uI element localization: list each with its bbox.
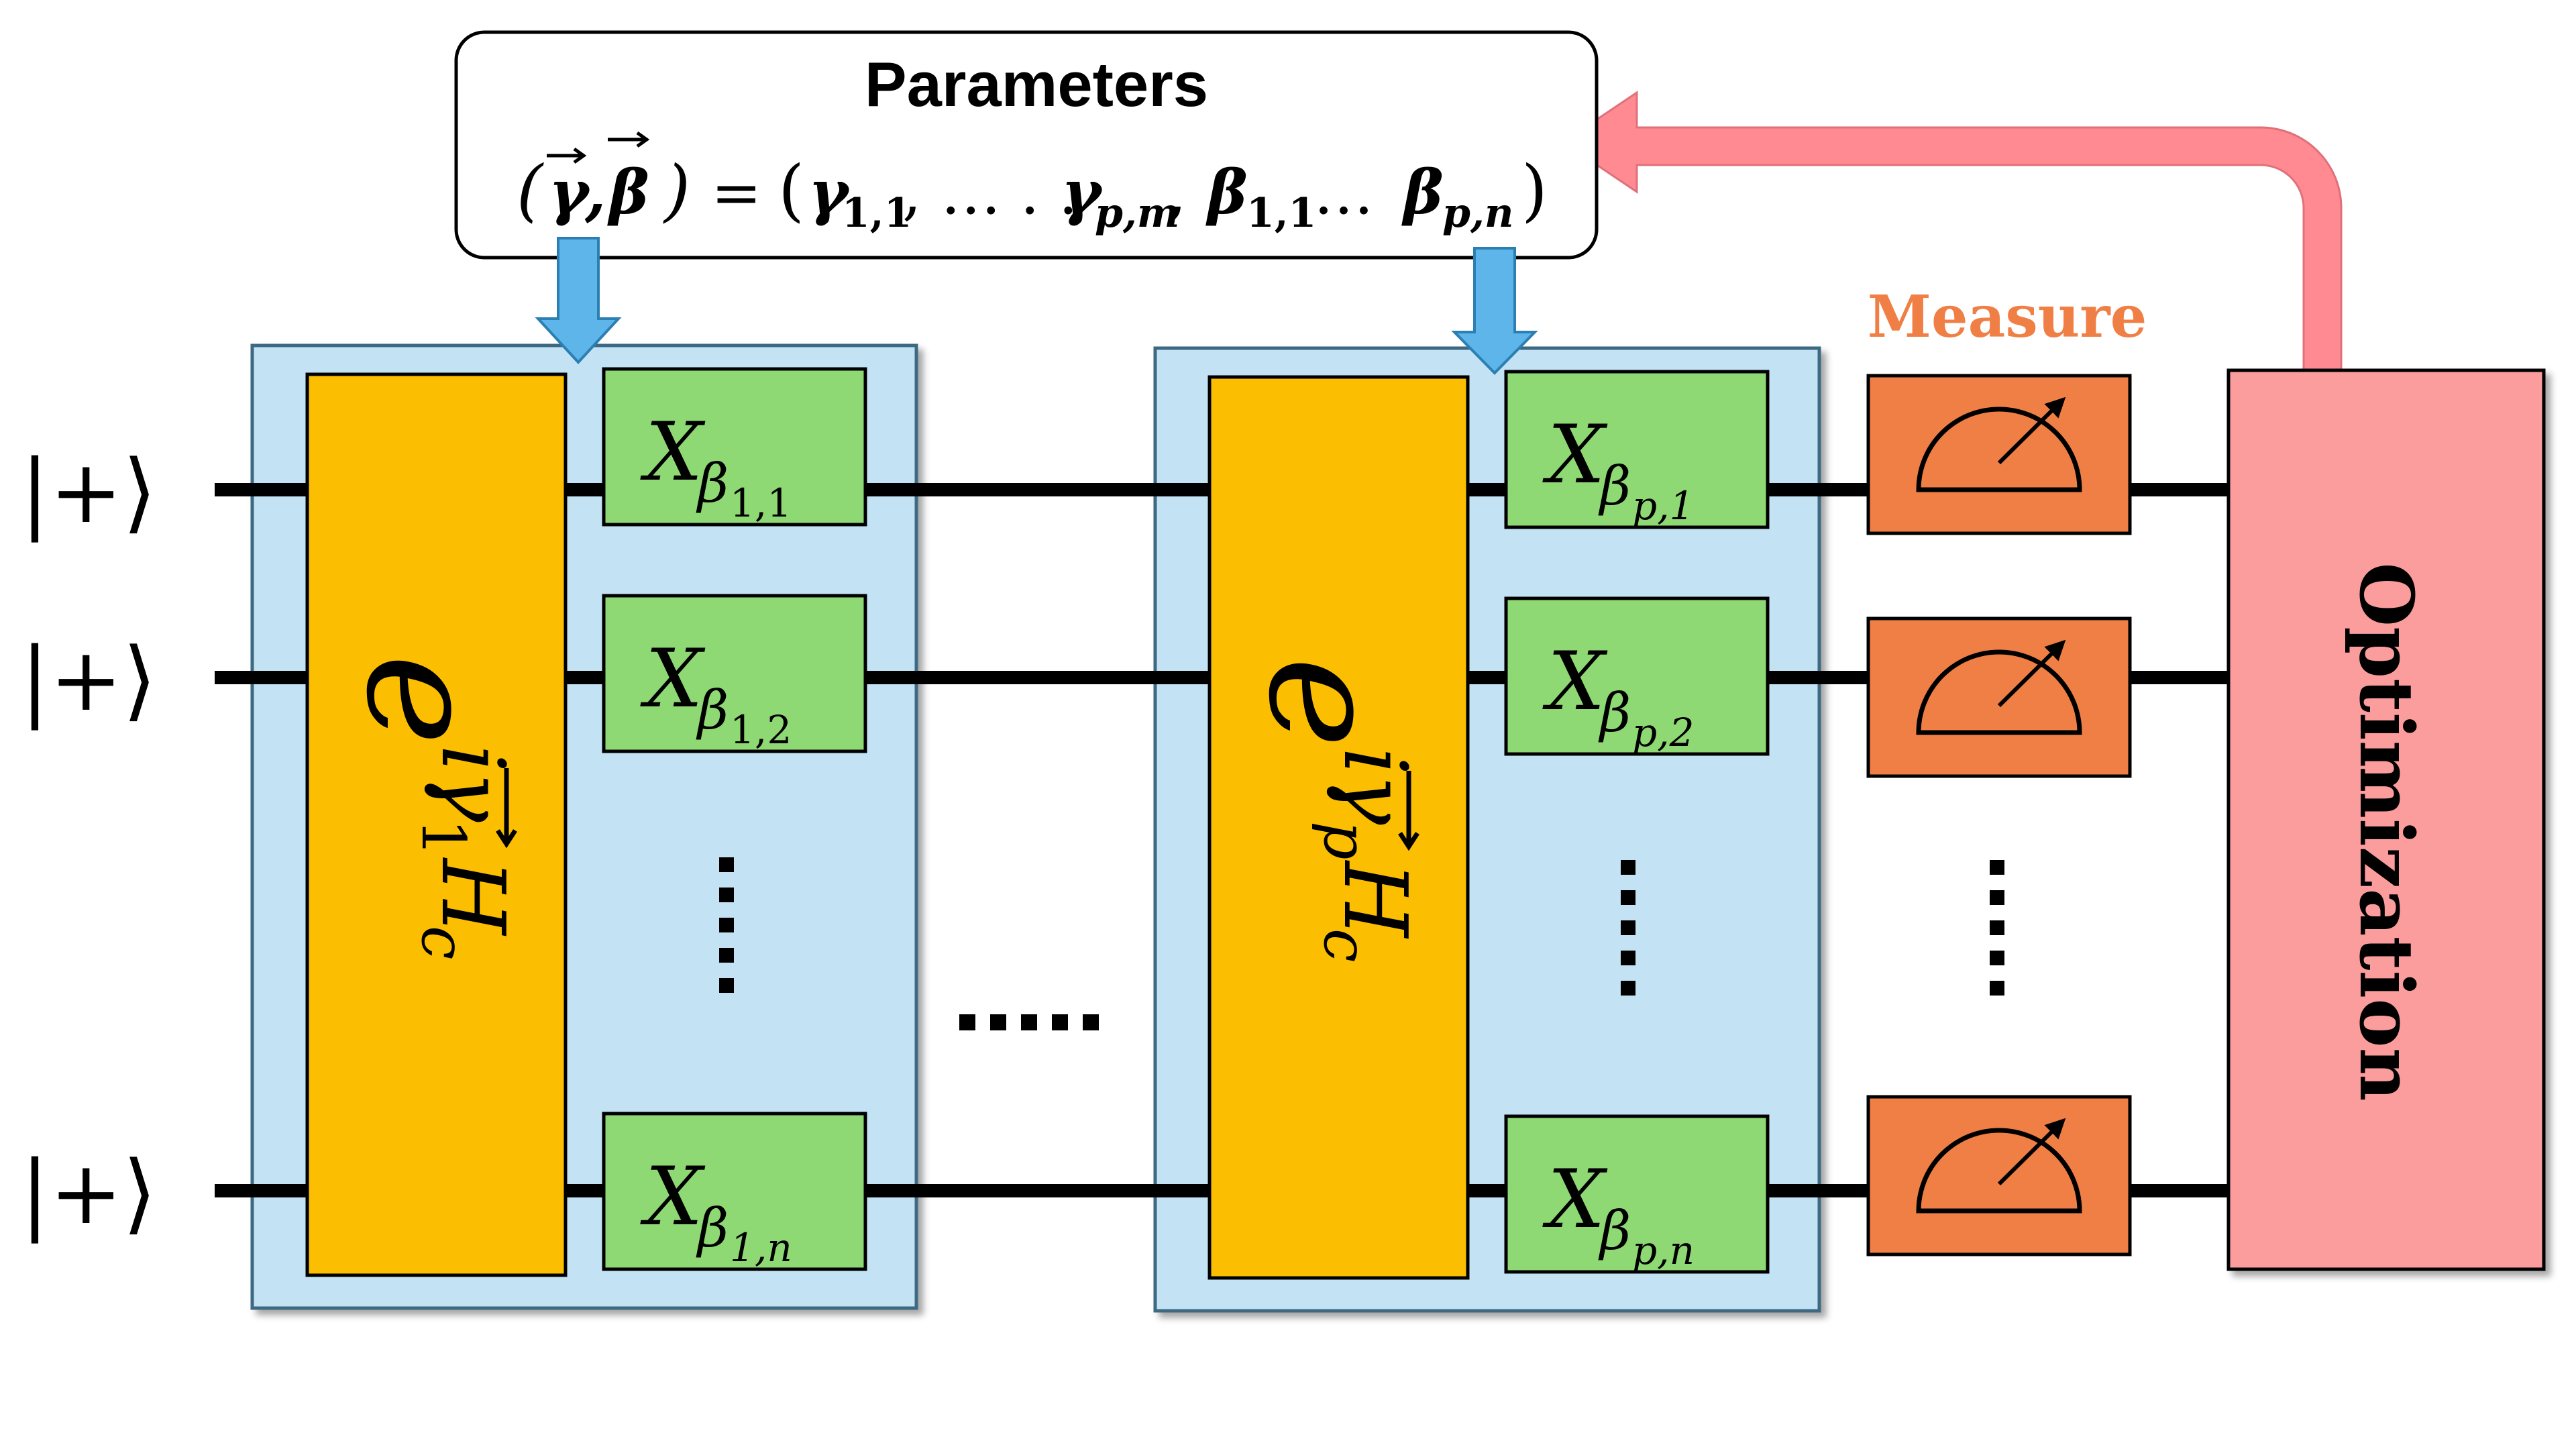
cost-gate-1-base: e (332, 654, 511, 745)
svg-text:(: ( (778, 151, 804, 229)
rhs-dots-2: … (1313, 158, 1374, 228)
layer-p-vertical-dots (1621, 860, 1635, 996)
cost-gate-1-vector-arrow (496, 768, 517, 849)
svg-text:): ) (1521, 151, 1548, 229)
equals-sign: = (711, 158, 761, 228)
mixer-gate-p-1: X β p,1 (1504, 370, 1770, 529)
rhs-beta-11-sub: 1,1 (1246, 190, 1316, 237)
svg-text:(: ( (517, 151, 544, 229)
svg-text:p,n: p,n (1632, 1228, 1695, 1273)
rhs-gamma-pm-sub: p,m (1095, 190, 1179, 237)
between-layers-dots (959, 1014, 1099, 1030)
mixer-gate-1-1: X β 1,1 (602, 367, 867, 527)
lhs-beta: β (607, 157, 649, 228)
rhs-gamma-11-sub: 1,1 (842, 190, 912, 237)
mixer-gate-p-2: X β p,2 (1504, 596, 1770, 756)
rhs-beta-11: β (1205, 157, 1248, 228)
optimization-box (2226, 368, 2546, 1271)
qubit-state-2: |+⟩ (20, 629, 156, 731)
rhs-dots-1: , … . . (902, 158, 1078, 228)
svg-text:1,2: 1,2 (730, 707, 792, 753)
svg-text:X: X (640, 633, 706, 726)
mixer-gate-1-n: X β 1,n (602, 1112, 867, 1271)
cost-gate-p-exp-gamma-sub: p (1310, 821, 1381, 860)
svg-text:,: , (1167, 158, 1187, 228)
cost-gate-p-vector-arrow (1398, 771, 1419, 851)
svg-text:X: X (1542, 635, 1608, 729)
lhs-gamma-vector-arrow (547, 147, 587, 164)
mixer-gate-1-2: X β 1,2 (602, 594, 867, 753)
cost-gate-1-exp-H: H (422, 857, 524, 936)
mixer-gate-p-n: X β p,n (1504, 1114, 1770, 1274)
meter-needle-icon (1997, 639, 2066, 708)
cost-gate-layer-1-label: e i γ 1 H c (332, 654, 524, 959)
optimization-label: Optimization (2343, 562, 2430, 1101)
rhs-gamma-11: γ (808, 157, 851, 228)
param-arrow-layer-p (1451, 247, 1538, 375)
meter-icon (1916, 649, 2082, 735)
qubit-state-labels: |+⟩ |+⟩ |+⟩ (20, 441, 156, 1244)
cost-gate-layer-1 (305, 372, 568, 1277)
feedback-arrow (1561, 91, 2343, 372)
parameters-box: Parameters ( γ , β ) = ( γ 1,1 , … . . γ… (454, 30, 1599, 260)
svg-text:X: X (1542, 409, 1608, 502)
parameters-title: Parameters (865, 49, 1208, 119)
measure-vertical-dots (1990, 860, 2004, 996)
layer-1-vertical-dots (719, 857, 734, 993)
cost-gate-1-exp-H-sub: c (408, 926, 478, 959)
cost-gate-p-base: e (1234, 657, 1413, 748)
measure-gate-n (1866, 1095, 2132, 1256)
cost-gate-1-exp-gamma-sub: 1 (408, 818, 478, 857)
cost-gate-p-exp-i: i (1324, 747, 1426, 775)
svg-text:,: , (584, 157, 606, 228)
lhs-gamma: γ (549, 157, 591, 228)
svg-text:β: β (1598, 682, 1631, 744)
cost-gate-layer-p (1208, 375, 1470, 1280)
svg-text:β: β (1598, 455, 1631, 517)
svg-text:): ) (663, 151, 690, 229)
measure-gate-2 (1866, 616, 2132, 778)
parameters-formula: ( γ , β ) = ( γ 1,1 , … . . γ p,m , β 1,… (517, 131, 1548, 237)
cost-gate-p-exp-H-sub: c (1310, 928, 1381, 962)
cost-gate-layer-p-label: e i γ p H c (1234, 657, 1426, 962)
svg-text:X: X (1542, 1153, 1608, 1246)
rhs-gamma-pm: γ (1061, 157, 1104, 228)
qubit-state-n: |+⟩ (20, 1142, 156, 1244)
svg-text:1,1: 1,1 (730, 480, 792, 526)
svg-text:X: X (640, 1150, 706, 1244)
meter-needle-icon (1997, 396, 2066, 465)
svg-text:β: β (696, 452, 729, 515)
svg-text:1,n: 1,n (730, 1225, 792, 1271)
measure-label: Measure (1868, 283, 2147, 351)
svg-text:p,2: p,2 (1632, 710, 1694, 755)
meter-needle-icon (1997, 1118, 2066, 1186)
cost-gate-p-exp-H: H (1324, 860, 1426, 939)
lhs-beta-vector-arrow (608, 131, 650, 148)
svg-text:β: β (696, 1197, 729, 1259)
qubit-state-1: |+⟩ (20, 441, 156, 543)
svg-text:X: X (640, 406, 706, 499)
svg-text:p,1: p,1 (1632, 483, 1694, 529)
meter-icon (1916, 1128, 2082, 1214)
param-arrow-layer-1 (535, 237, 622, 364)
meter-icon (1916, 407, 2082, 492)
cost-gate-1-exp-i: i (422, 745, 524, 773)
rhs-beta-pn: β (1401, 157, 1444, 228)
rhs-beta-pn-sub: p,n (1442, 190, 1513, 237)
svg-text:β: β (1598, 1199, 1631, 1262)
measure-gate-1 (1866, 374, 2132, 535)
svg-text:β: β (696, 679, 729, 741)
